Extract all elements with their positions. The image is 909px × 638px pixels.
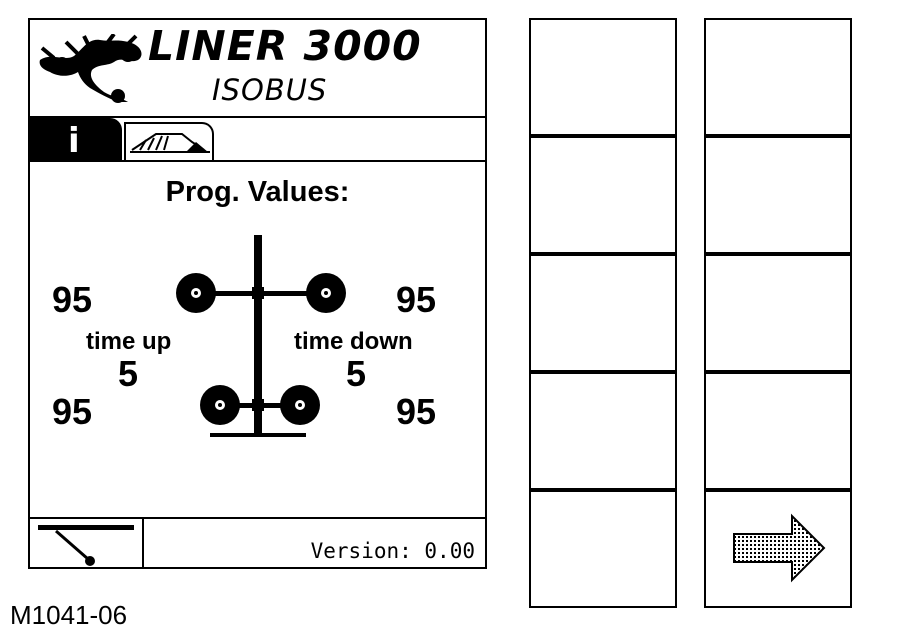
info-icon: i bbox=[68, 121, 80, 161]
brand-title: LINER 3000 bbox=[148, 22, 422, 70]
softkey-3[interactable] bbox=[529, 254, 677, 372]
brand-subtitle: ISOBUS bbox=[212, 73, 328, 107]
softkey-2[interactable] bbox=[529, 136, 677, 254]
softkey-1[interactable] bbox=[529, 18, 677, 136]
rake-machine-icon bbox=[130, 133, 210, 153]
top-left-value: 95 bbox=[52, 279, 93, 320]
rotor-bottom-right-icon bbox=[280, 385, 320, 425]
tab-machine[interactable] bbox=[124, 122, 214, 160]
rotor-bottom-left-icon bbox=[200, 385, 240, 425]
tree-logo-icon bbox=[39, 34, 142, 103]
softkey-7[interactable] bbox=[704, 136, 852, 254]
time-up-label: time up bbox=[86, 328, 172, 355]
softkey-6[interactable] bbox=[704, 18, 852, 136]
version-label: Version: 0.00 bbox=[310, 539, 475, 563]
top-right-value: 95 bbox=[396, 279, 437, 320]
rotor-diagram bbox=[176, 235, 346, 437]
figure-caption: M1041-06 bbox=[10, 600, 128, 630]
rotor-top-right-icon bbox=[306, 273, 346, 313]
softkey-9[interactable] bbox=[704, 372, 852, 490]
prog-values-title: Prog. Values: bbox=[165, 176, 350, 208]
lever-icon bbox=[38, 525, 134, 566]
footer-bar: Version: 0.00 bbox=[30, 517, 485, 569]
rotor-top-left-icon bbox=[176, 273, 216, 313]
softkey-8[interactable] bbox=[704, 254, 852, 372]
lever-status bbox=[30, 519, 144, 569]
arrow-right-icon bbox=[733, 513, 826, 583]
softkey-5[interactable] bbox=[529, 490, 677, 608]
softkey-4[interactable] bbox=[529, 372, 677, 490]
bottom-left-value: 95 bbox=[52, 391, 93, 432]
softkey-next[interactable] bbox=[704, 490, 852, 608]
tab-bar: i bbox=[30, 118, 485, 162]
bottom-right-value: 95 bbox=[396, 391, 437, 432]
tab-info[interactable]: i bbox=[30, 118, 122, 162]
terminal-screen: LINER 3000 ISOBUS i Prog. Values: 95 95 … bbox=[28, 18, 487, 569]
time-down-value: 5 bbox=[346, 353, 367, 394]
time-down-label: time down bbox=[294, 328, 413, 355]
time-up-value: 5 bbox=[118, 353, 139, 394]
header: LINER 3000 ISOBUS bbox=[30, 20, 485, 118]
